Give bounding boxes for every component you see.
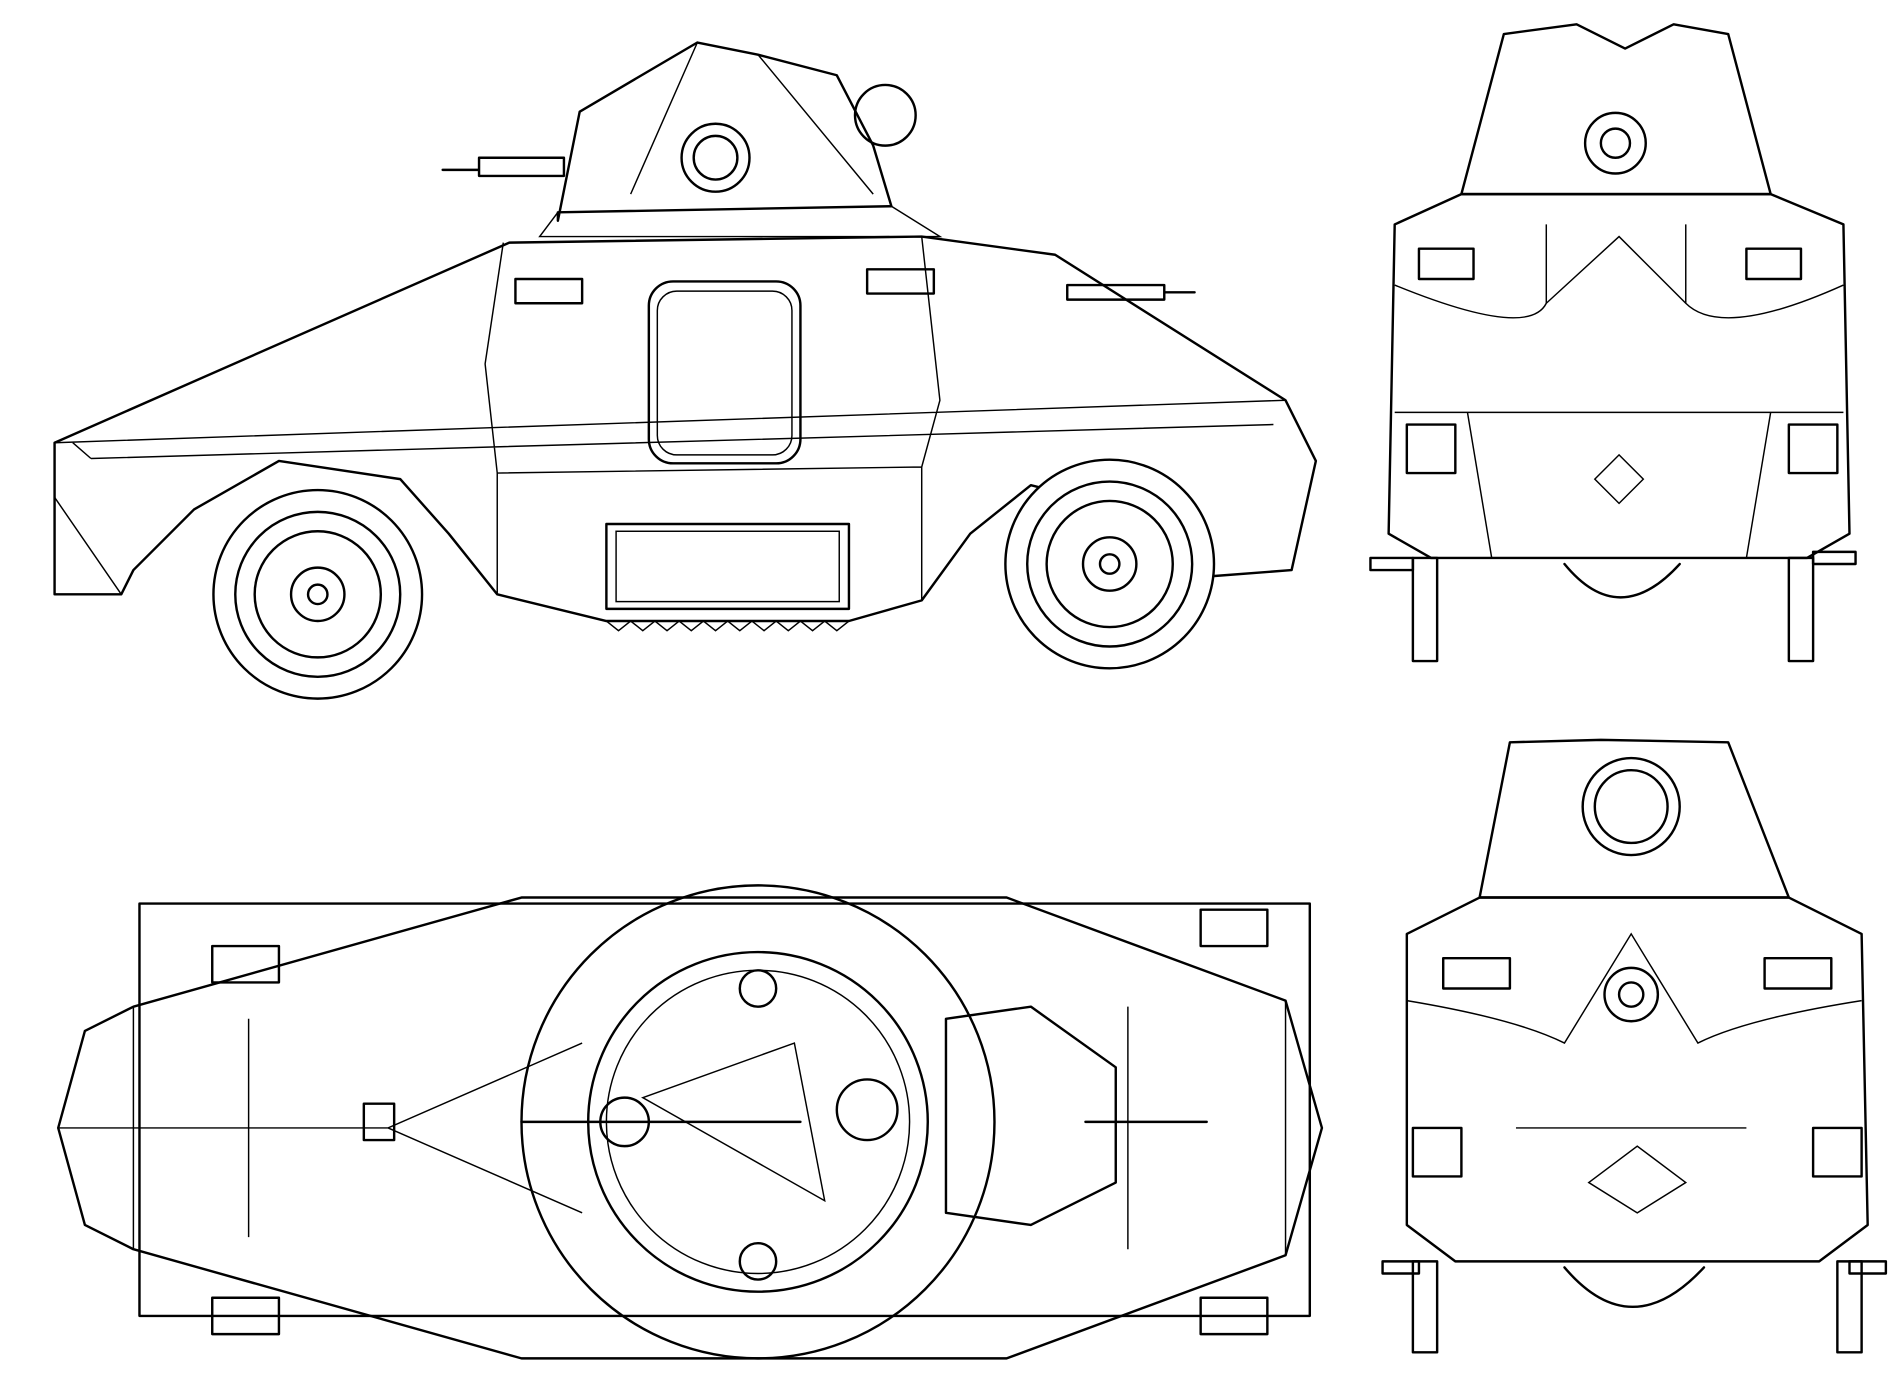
turret (556, 41, 893, 223)
rear-wheel (1004, 458, 1216, 670)
side-door (647, 280, 802, 465)
turret-hatch (680, 122, 751, 193)
rear-view (1381, 738, 1888, 1354)
top-view (57, 884, 1324, 1360)
front-wheel (212, 488, 424, 700)
stowage-box (605, 522, 851, 611)
front-view (1369, 23, 1857, 663)
machine-gun (441, 156, 1196, 301)
side-view (53, 41, 1318, 700)
